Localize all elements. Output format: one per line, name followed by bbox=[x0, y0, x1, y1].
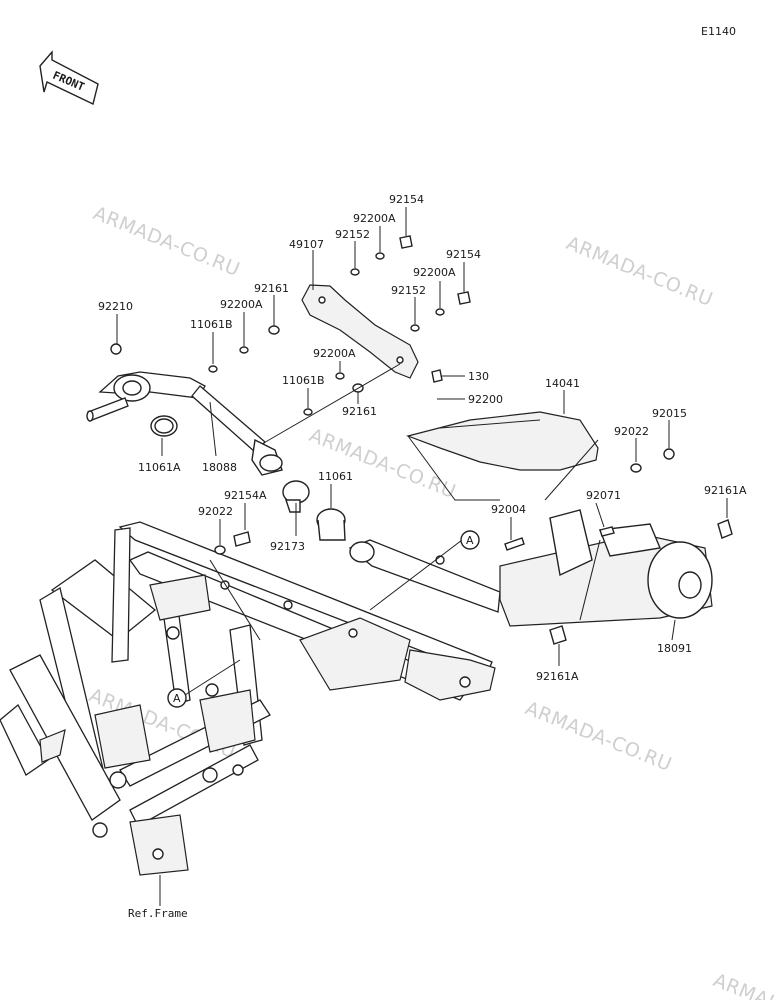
label-92154a: 92154A bbox=[224, 489, 267, 502]
frame bbox=[0, 521, 496, 876]
label-92154-right: 92154 bbox=[446, 248, 481, 261]
label-92200a-top: 92200A bbox=[353, 212, 396, 225]
label-49107: 49107 bbox=[289, 238, 324, 251]
label-92173: 92173 bbox=[270, 540, 305, 553]
label-92152-top: 92152 bbox=[335, 228, 370, 241]
watermark-6: ARMADA-CO.RU bbox=[710, 969, 774, 1000]
callout-a-upper-text: A bbox=[466, 534, 474, 547]
ref-frame-label: Ref.Frame bbox=[128, 907, 188, 920]
label-92210: 92210 bbox=[98, 300, 133, 313]
label-18088: 18088 bbox=[202, 461, 237, 474]
diagram-code: E1140 bbox=[701, 25, 736, 38]
label-92161a-bottom: 92161A bbox=[536, 670, 579, 683]
gasket-11061 bbox=[316, 508, 346, 541]
watermark-2: ARMADA-CO.RU bbox=[563, 232, 716, 311]
label-14041: 14041 bbox=[545, 377, 580, 390]
watermark-5: ARMADA-CO.RU bbox=[522, 697, 675, 776]
label-92200: 92200 bbox=[468, 393, 503, 406]
label-130: 130 bbox=[468, 370, 489, 383]
front-arrow-icon: FRONT bbox=[39, 50, 99, 106]
nut-92210 bbox=[110, 343, 122, 355]
label-92154-top: 92154 bbox=[389, 193, 424, 206]
callout-a-upper: A bbox=[460, 530, 480, 550]
label-92071: 92071 bbox=[586, 489, 621, 502]
label-92015: 92015 bbox=[652, 407, 687, 420]
label-92022-right: 92022 bbox=[614, 425, 649, 438]
label-92161a-right: 92161A bbox=[704, 484, 747, 497]
label-92200a-left: 92200A bbox=[220, 298, 263, 311]
label-18091: 18091 bbox=[657, 642, 692, 655]
exhaust-pipe-18088 bbox=[86, 371, 283, 476]
label-11061: 11061 bbox=[318, 470, 353, 483]
label-92152-right: 92152 bbox=[391, 284, 426, 297]
label-11061a: 11061A bbox=[138, 461, 181, 474]
label-92161-upper: 92161 bbox=[254, 282, 289, 295]
leader-lines bbox=[116, 207, 728, 906]
label-92200a-mid: 92200A bbox=[313, 347, 356, 360]
part-labels: 92154 92200A 92152 49107 92154 92200A 92… bbox=[98, 193, 747, 920]
label-92161-mid: 92161 bbox=[342, 405, 377, 418]
label-92022-left: 92022 bbox=[198, 505, 233, 518]
watermark-1: ARMADA-CO.RU bbox=[90, 202, 243, 281]
label-11061b-left: 11061B bbox=[190, 318, 233, 331]
label-11061b-mid: 11061B bbox=[282, 374, 325, 387]
label-92004: 92004 bbox=[491, 503, 526, 516]
cover-14041 bbox=[406, 411, 599, 471]
small-hardware bbox=[208, 235, 733, 645]
callout-a-lower: A bbox=[167, 688, 187, 708]
label-92200a-right: 92200A bbox=[413, 266, 456, 279]
heat-guard-49107 bbox=[301, 284, 419, 379]
gasket-11061a bbox=[150, 415, 178, 437]
muffler-18091 bbox=[348, 509, 713, 627]
callout-a-lower-text: A bbox=[173, 692, 181, 705]
